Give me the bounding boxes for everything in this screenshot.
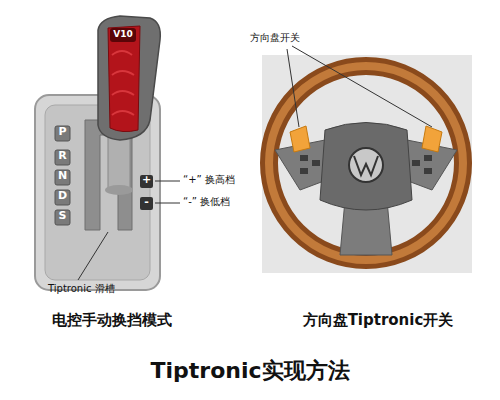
gear-letter: R xyxy=(58,150,66,163)
knob-red-inset xyxy=(108,26,140,132)
panel-caption: 电控手动换挡模式 xyxy=(52,312,172,329)
leader-line xyxy=(292,46,432,127)
paddle-switch xyxy=(290,126,310,152)
v10-badge xyxy=(110,28,136,42)
wheel-hub xyxy=(320,123,412,211)
paddle-switch xyxy=(422,126,442,152)
wheel-rim-wood xyxy=(269,66,463,260)
gear-letter: D xyxy=(58,190,67,203)
leader-line xyxy=(287,49,299,127)
leader-line xyxy=(155,181,180,182)
gear-letter: S xyxy=(59,210,67,223)
plus-button xyxy=(140,175,153,188)
shift-knob xyxy=(98,16,160,140)
vw-logo-mark xyxy=(354,156,378,175)
button-symbol: + xyxy=(142,174,151,187)
gear-letter: P xyxy=(58,126,66,139)
badge-text: V10 xyxy=(113,29,133,39)
gear-letter: N xyxy=(58,170,67,183)
callout-label: “+” 换高档 xyxy=(183,174,235,186)
diagram-title: Tiptronic实现方法 xyxy=(150,358,349,383)
vw-logo xyxy=(349,148,383,182)
leader-line xyxy=(78,232,108,280)
callout-label: “-” 换低档 xyxy=(183,196,230,208)
knob-pattern xyxy=(112,51,134,115)
gear-boxes xyxy=(55,126,70,225)
panel-caption: 方向盘Tiptronic开关 xyxy=(303,312,454,329)
callout-label: 方向盘开关 xyxy=(250,32,300,44)
minus-button xyxy=(140,197,153,210)
callout-label: Tiptronic 滑槽 xyxy=(48,283,115,295)
button-symbol: - xyxy=(144,196,149,209)
stem-base xyxy=(105,185,133,195)
wheel-photo-bg xyxy=(262,55,472,273)
leader-line xyxy=(155,203,180,204)
wheel-rim xyxy=(269,66,463,260)
